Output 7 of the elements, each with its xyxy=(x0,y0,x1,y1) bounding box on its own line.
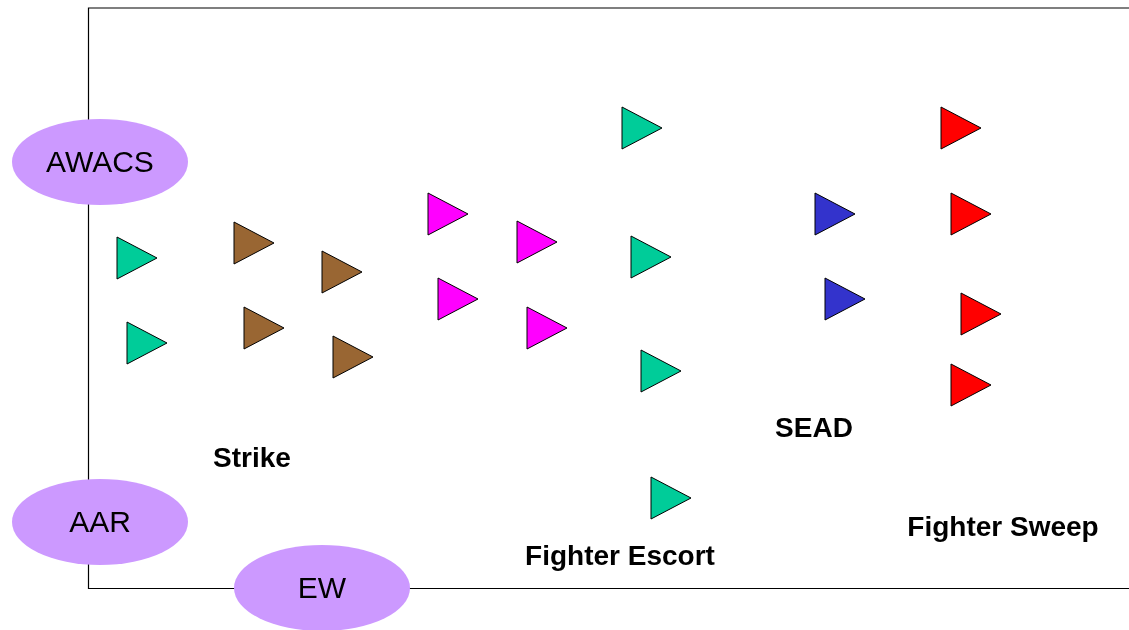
group-label: Fighter Escort xyxy=(525,540,715,572)
node-label: AAR xyxy=(69,505,131,539)
node-label: AWACS xyxy=(46,145,154,179)
node-label: EW xyxy=(297,571,347,605)
group-label: Fighter Sweep xyxy=(907,511,1099,543)
group-label: SEAD xyxy=(775,412,853,444)
group-label: Strike xyxy=(213,442,291,474)
